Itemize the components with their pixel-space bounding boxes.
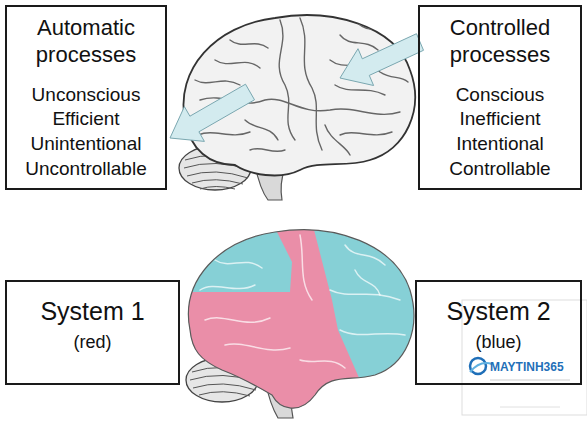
box-item: Intentional	[456, 132, 544, 157]
box-heading: Automatic processes	[13, 15, 159, 69]
system-box: System 1 (red)	[5, 280, 180, 385]
arrow-from-controlled	[340, 34, 424, 86]
box-item: Unintentional	[31, 132, 142, 157]
box-item: Conscious	[456, 83, 545, 108]
box-item: (red)	[73, 331, 111, 354]
box-item: Efficient	[52, 107, 119, 132]
arrow-to-automatic	[170, 84, 255, 141]
box-heading: Controlled processes	[426, 15, 574, 69]
box-item: Controllable	[449, 157, 550, 182]
box-heading: System 2	[446, 296, 550, 327]
box-item: Inefficient	[460, 107, 541, 132]
box-heading: System 1	[40, 296, 144, 327]
box-item: Uncontrollable	[25, 157, 146, 182]
process-box: Automatic processesUnconsciousEfficientU…	[5, 5, 167, 190]
coloured-brain	[175, 222, 414, 420]
process-box: Controlled processesConsciousInefficient…	[418, 5, 582, 190]
box-item: Unconscious	[32, 83, 141, 108]
watermark: MAYTINH365	[490, 360, 564, 374]
box-item: (blue)	[475, 331, 521, 354]
